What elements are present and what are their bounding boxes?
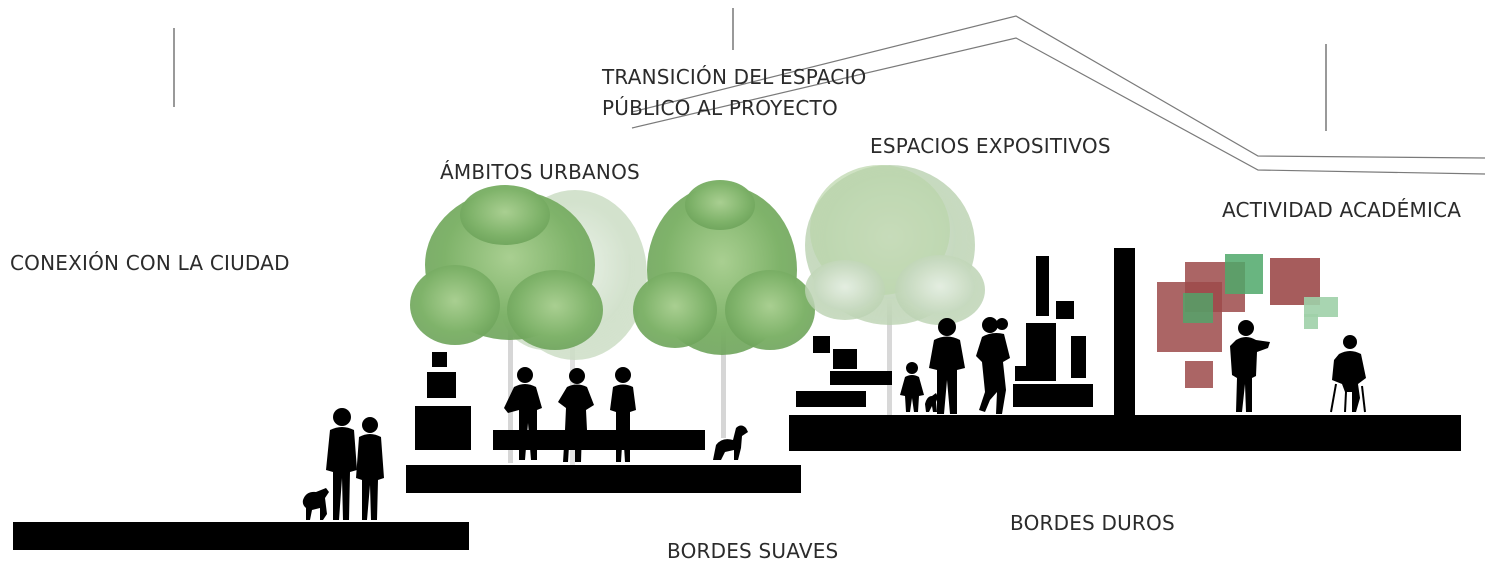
person-silhouette-icon xyxy=(326,408,357,520)
green-panel xyxy=(1225,254,1263,294)
ground-platforms xyxy=(13,415,1461,550)
label-bordes-suaves: BORDES SUAVES xyxy=(667,539,839,563)
person-silhouette-icon xyxy=(929,318,965,414)
block xyxy=(796,391,866,407)
red-panel xyxy=(1185,361,1213,388)
label-actividad-academica: ACTIVIDAD ACADÉMICA xyxy=(1222,198,1462,222)
person-silhouette-icon xyxy=(356,417,384,520)
person-silhouette-icon xyxy=(504,367,542,460)
ground-platform-left xyxy=(13,522,469,550)
person-silhouette-icon xyxy=(1230,320,1270,412)
block xyxy=(1036,256,1049,316)
tree-icon xyxy=(805,165,985,415)
person-silhouette-icon xyxy=(558,368,594,462)
roof-line-outer xyxy=(631,15,1486,159)
label-espacios-expositivos: ESPACIOS EXPOSITIVOS xyxy=(870,134,1111,158)
ground-platform-right xyxy=(789,415,1461,451)
dog-silhouette-icon xyxy=(713,425,748,460)
label-transicion-line1: TRANSICIÓN DEL ESPACIO xyxy=(602,65,867,89)
green-panel xyxy=(1183,293,1213,323)
block xyxy=(1015,366,1029,381)
roof-outline xyxy=(631,15,1486,175)
block xyxy=(1056,301,1074,319)
label-transicion-line2: PÚBLICO AL PROYECTO xyxy=(602,96,838,120)
label-bordes-duros: BORDES DUROS xyxy=(1010,511,1175,535)
tree-icon xyxy=(633,180,815,438)
block xyxy=(415,406,471,450)
dog-silhouette-icon xyxy=(925,393,938,412)
people xyxy=(302,317,1366,520)
green-panel-light xyxy=(1304,297,1338,317)
person-silhouette-icon xyxy=(610,367,636,462)
vertical-guide-lines xyxy=(173,8,1327,131)
green-panel-light xyxy=(1304,314,1318,329)
block xyxy=(427,372,456,398)
block xyxy=(833,349,857,369)
block xyxy=(830,371,892,385)
ground-platform-middle xyxy=(406,465,801,493)
block xyxy=(1013,384,1093,407)
block xyxy=(1026,323,1056,381)
roof-line-inner xyxy=(631,37,1486,175)
person-silhouette-icon xyxy=(976,317,1010,414)
chair-icon xyxy=(1330,383,1366,413)
block xyxy=(813,336,830,353)
block xyxy=(432,352,447,367)
label-ambitos-urbanos: ÁMBITOS URBANOS xyxy=(440,160,640,184)
block xyxy=(1071,336,1086,378)
blocks xyxy=(415,248,1135,450)
bench-block xyxy=(493,430,705,450)
exhibition-panels xyxy=(1157,254,1338,388)
label-conexion-con-la-ciudad: CONEXIÓN CON LA CIUDAD xyxy=(10,251,290,275)
wall-pillar xyxy=(1114,248,1135,416)
person-silhouette-icon xyxy=(1332,335,1366,412)
dog-silhouette-icon xyxy=(302,488,329,520)
person-silhouette-icon xyxy=(900,362,924,412)
tree-icon xyxy=(410,185,603,463)
